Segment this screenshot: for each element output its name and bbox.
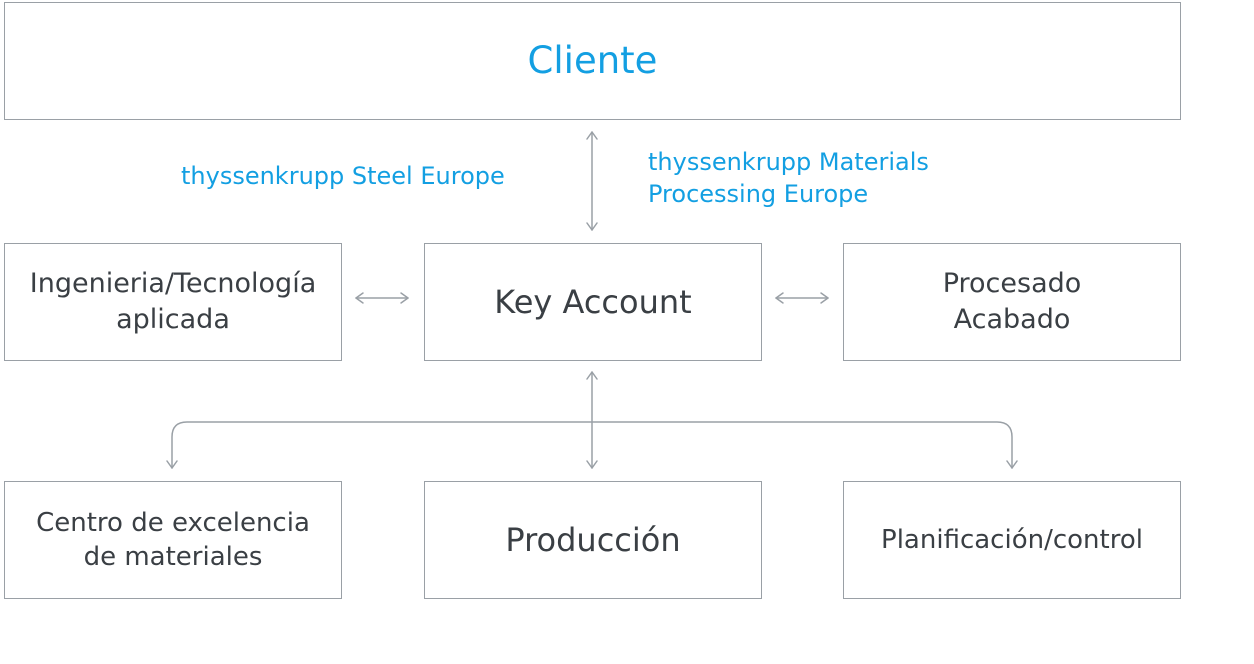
key-account-label: Key Account	[494, 282, 692, 321]
ingenieria-tecnologia-box: Ingenieria/Tecnología aplicada	[4, 243, 342, 361]
caption-materials-processing-europe: thyssenkrupp Materials Processing Europe	[648, 148, 929, 209]
planificacion-control-box: Planificación/control	[843, 481, 1181, 599]
branch-connector	[166, 421, 1018, 469]
arrow-key-account-produccion	[586, 371, 598, 469]
planificacion-control-label: Planificación/control	[881, 524, 1143, 555]
cliente-label: Cliente	[527, 38, 658, 82]
ingenieria-tecnologia-label: Ingenieria/Tecnología aplicada	[29, 268, 317, 335]
produccion-box: Producción	[424, 481, 762, 599]
procesado-acabado-box: Procesado Acabado	[843, 243, 1181, 361]
produccion-label: Producción	[505, 520, 681, 559]
procesado-acabado-label: Procesado Acabado	[942, 268, 1082, 335]
centro-excelencia-box: Centro de excelencia de materiales	[4, 481, 342, 599]
caption-steel-europe: thyssenkrupp Steel Europe	[181, 162, 505, 190]
arrow-ingenieria-key-account	[355, 292, 409, 304]
cliente-box: Cliente	[4, 2, 1181, 120]
arrow-cliente-key-account	[586, 131, 598, 231]
key-account-box: Key Account	[424, 243, 762, 361]
centro-excelencia-label: Centro de excelencia de materiales	[36, 507, 310, 572]
arrow-key-account-procesado	[775, 292, 829, 304]
